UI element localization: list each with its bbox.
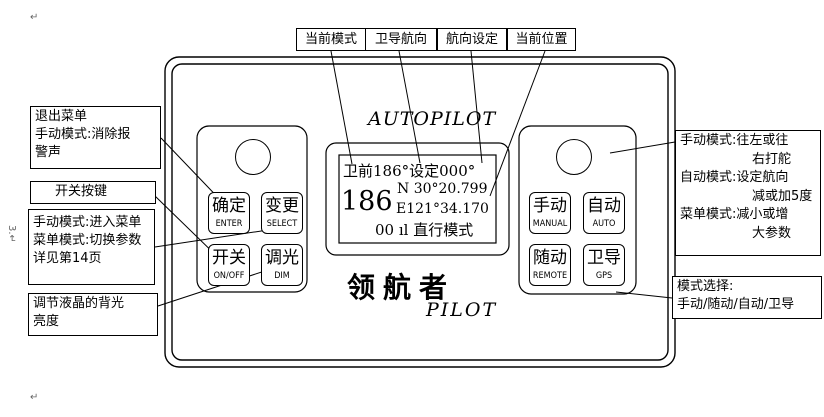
annotation-mode-select: 模式选择: 手动/随动/自动/卫导 [672, 276, 822, 319]
auto-key-en: AUTO [592, 219, 616, 229]
dim-key-cn: 调光 [265, 248, 299, 268]
remote-key[interactable]: 随动 REMOTE [529, 244, 571, 286]
annotation-line: 详见第14页 [33, 251, 102, 266]
annotation-line: 手动模式:进入菜单 [33, 215, 142, 230]
left-key-cluster [196, 125, 308, 293]
leader-enter-mode [154, 227, 282, 248]
annotation-line: 菜单模式:减小或增 [680, 207, 789, 222]
annotation-line: 手动模式:消除报 [35, 127, 131, 142]
annotation-line: 亮度 [33, 314, 60, 329]
onoff-key-en: ON/OFF [213, 271, 245, 281]
lcd-screen [338, 154, 497, 244]
leader-steer [609, 141, 676, 154]
lcd-heading-large: 186 [341, 186, 393, 217]
annotation-line: 模式选择: [677, 279, 734, 294]
enter-key-en: ENTER [215, 219, 243, 229]
remote-key-en: REMOTE [532, 271, 568, 281]
annotation-line: 手动/随动/自动/卫导 [677, 297, 795, 312]
leader-current-mode [330, 50, 353, 165]
label-gps-heading: 卫导航向 [365, 28, 437, 51]
select-key-en: SELECT [266, 219, 298, 229]
paragraph-mark: ↵ [30, 392, 39, 403]
dim-key-en: DIM [274, 271, 290, 281]
annotation-enter-mode: 手动模式:进入菜单 菜单模式:切换参数 详见第14页 [28, 209, 155, 285]
left-arrow-button[interactable] [235, 139, 271, 175]
annotation-line: 手动模式:往左或往 [680, 133, 789, 148]
gps-key-cn: 卫导 [587, 248, 621, 268]
brand-pilot: PILOT [426, 299, 498, 321]
manual-key-en: MANUAL [532, 219, 568, 229]
annotation-line: 调节液晶的背光 [33, 296, 125, 311]
lcd-longitude: E121°34.170 [396, 201, 489, 217]
lcd-mode-line: 00 ıl 直行模式 [375, 221, 474, 239]
enter-key[interactable]: 确定 ENTER [208, 192, 250, 234]
lcd-latitude: N 30°20.799 [397, 181, 488, 197]
brand-autopilot: AUTOPILOT [368, 108, 497, 130]
leader-heading-set [470, 50, 483, 164]
auto-key-cn: 自动 [587, 196, 621, 216]
gps-key-en: GPS [595, 271, 613, 281]
label-heading-set: 航向设定 [437, 28, 507, 51]
label-current-mode: 当前模式 [296, 28, 366, 51]
dim-key[interactable]: 调光 DIM [261, 244, 303, 286]
right-arrow-button[interactable] [556, 139, 592, 175]
manual-key[interactable]: 手动 MANUAL [529, 192, 571, 234]
auto-key[interactable]: 自动 AUTO [583, 192, 625, 234]
onoff-key[interactable]: 开关 ON/OFF [208, 244, 250, 286]
remote-key-cn: 随动 [533, 248, 567, 268]
annotation-backlight: 调节液晶的背光 亮度 [28, 293, 158, 336]
margin-note: 3.↵ [6, 225, 17, 243]
leader-gps-heading [398, 50, 421, 164]
lcd-bezel [325, 142, 510, 256]
select-key[interactable]: 变更 SELECT [261, 192, 303, 234]
annotation-line: 右打舵 [752, 151, 792, 167]
annotation-exit-menu: 退出菜单 手动模式:消除报 警声 [30, 106, 161, 169]
leader-mode-select [615, 291, 673, 299]
brand-chinese: 领航者 [347, 271, 456, 304]
annotation-line: 自动模式:设定航向 [680, 170, 789, 185]
annotation-line: 菜单模式:切换参数 [33, 233, 142, 248]
annotation-line: 警声 [35, 145, 62, 160]
lcd-status-line: 卫前186°设定000° [343, 162, 476, 180]
select-key-cn: 变更 [265, 196, 299, 216]
paragraph-mark: ↵ [30, 12, 39, 23]
leader-position [489, 50, 546, 197]
annotation-line: 大参数 [752, 225, 792, 241]
gps-key[interactable]: 卫导 GPS [583, 244, 625, 286]
annotation-line: 开关按键 [55, 184, 108, 199]
enter-key-cn: 确定 [212, 196, 246, 216]
onoff-key-cn: 开关 [212, 248, 246, 268]
annotation-steer: 手动模式:往左或往 右打舵 自动模式:设定航向 减或加5度 菜单模式:减小或增 … [675, 130, 821, 256]
leader-backlight [157, 265, 281, 307]
annotation-line: 减或加5度 [752, 188, 813, 204]
right-key-cluster [518, 125, 637, 295]
manual-key-cn: 手动 [533, 196, 567, 216]
label-current-position: 当前位置 [507, 28, 576, 51]
annotation-line: 退出菜单 [35, 109, 88, 124]
annotation-power-key: 开关按键 [30, 181, 156, 204]
